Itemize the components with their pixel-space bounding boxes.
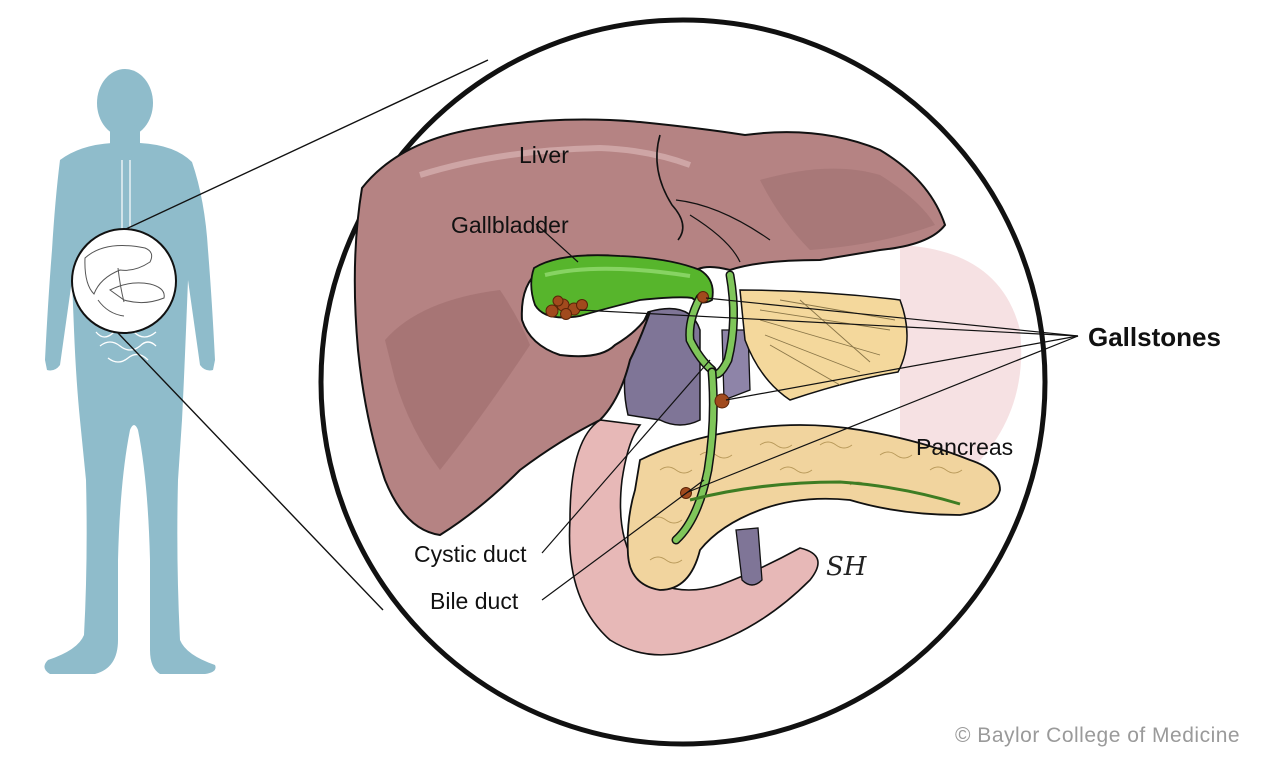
bile-duct-label: Bile duct	[430, 590, 518, 613]
pancreas-label: Pancreas	[916, 436, 1013, 459]
liver-label: Liver	[519, 144, 569, 167]
inset-circle	[72, 229, 176, 333]
cystic-duct-label: Cystic duct	[414, 543, 526, 566]
artist-signature: SH	[826, 552, 867, 582]
human-silhouette	[44, 69, 215, 674]
copyright-credit: © Baylor College of Medicine	[955, 725, 1240, 746]
gallstones-label: Gallstones	[1088, 324, 1221, 350]
gallbladder-label: Gallbladder	[451, 214, 569, 237]
